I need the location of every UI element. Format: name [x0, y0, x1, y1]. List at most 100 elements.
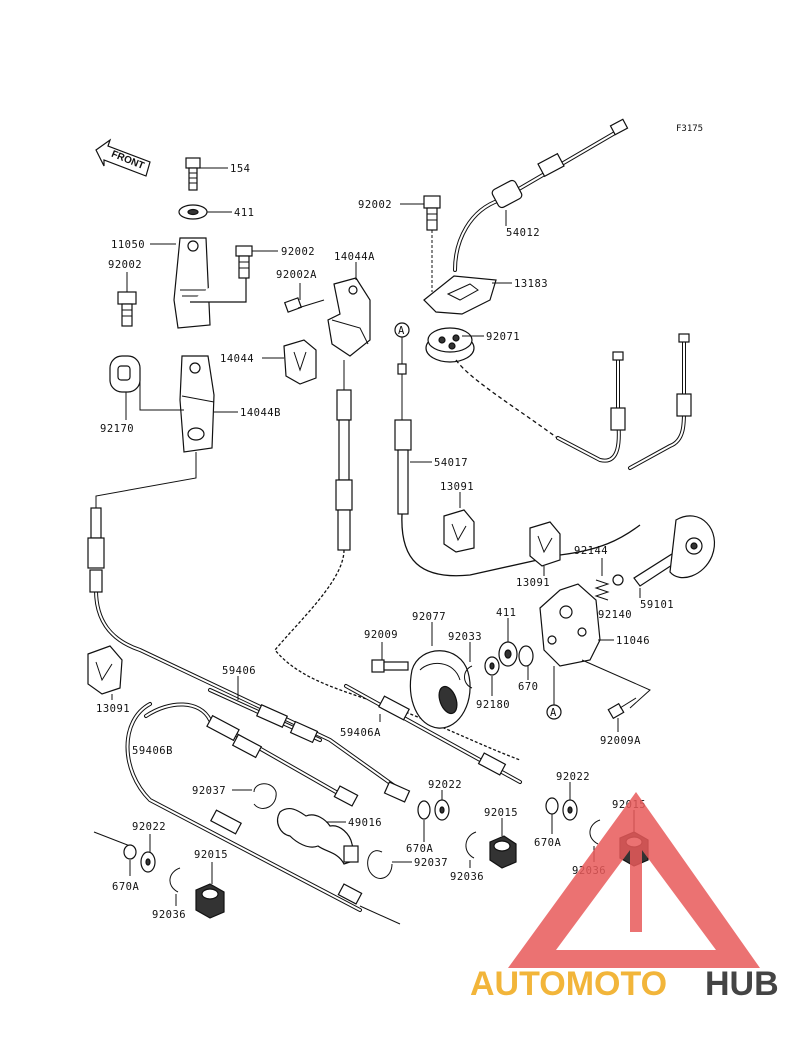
- circle-marker-a-bottom: A: [546, 704, 562, 720]
- watermark-triangle-icon: [508, 792, 760, 968]
- housing-11046-icon: [539, 583, 601, 667]
- washer-411-mid-icon: [498, 641, 518, 667]
- callout-670A-mid: 670A: [406, 843, 433, 855]
- callout-670: 670: [518, 681, 538, 693]
- front-arrow-icon: FRONT: [95, 138, 151, 177]
- callout-670A-left: 670A: [112, 881, 139, 893]
- grommet-92170-icon: [109, 355, 141, 393]
- bracket-11050-icon: [173, 237, 247, 329]
- callout-59101: 59101: [640, 599, 674, 611]
- cable-connector-center-icon: [335, 360, 353, 551]
- washer-411-icon: [178, 204, 208, 220]
- cable-right-a-icon: [556, 351, 626, 463]
- callout-13091-left: 13091: [96, 703, 130, 715]
- callout-411-top: 411: [234, 207, 254, 219]
- clip-13091-left-icon: [87, 645, 123, 695]
- callout-92037-lower: 92037: [414, 857, 448, 869]
- callout-59406B: 59406B: [132, 745, 173, 757]
- cable-59406A-icon: [344, 684, 522, 784]
- callout-13091-right: 13091: [516, 577, 550, 589]
- cable-59406-icon: [208, 688, 411, 803]
- bolt-154-icon: [185, 157, 201, 191]
- callout-14044A: 14044A: [334, 251, 375, 263]
- callout-54012: 54012: [506, 227, 540, 239]
- cable-59406B-icon: [125, 702, 363, 912]
- washer-92036-mid-icon: [465, 831, 477, 859]
- bolt-92002-left-icon: [117, 291, 137, 327]
- washer-92180-icon: [484, 656, 500, 676]
- ball-92140-icon: [612, 574, 624, 586]
- callout-13091-upper: 13091: [440, 481, 474, 493]
- clip-13091-upper-icon: [443, 509, 475, 553]
- cable-54012-icon: [453, 118, 629, 272]
- grommet-92071-icon: [425, 327, 475, 363]
- oring-670A-left-icon: [123, 844, 137, 860]
- oring-670A-mid-icon: [417, 800, 431, 820]
- callout-670A-right: 670A: [534, 837, 561, 849]
- svg-text:A: A: [550, 707, 557, 719]
- watermark-text-secondary: HUB: [705, 965, 779, 1003]
- knob-92077-icon: [409, 650, 471, 729]
- callout-92015-mid: 92015: [484, 807, 518, 819]
- figure-code: F3175: [676, 124, 703, 134]
- boot-49016-icon: [277, 808, 359, 865]
- clip-92037-upper-icon: [253, 783, 277, 809]
- cable-54017-icon: [394, 363, 412, 515]
- washer-92036-right-icon: [589, 819, 601, 845]
- callout-13183: 13183: [514, 278, 548, 290]
- oring-670-icon: [518, 645, 534, 667]
- callout-92022-mid: 92022: [428, 779, 462, 791]
- washer-92022-right-icon: [562, 799, 578, 821]
- watermark-text-primary: AUTOMOTO: [470, 965, 667, 1003]
- clip-92037-lower-icon: [367, 850, 393, 879]
- nut-92015-mid-icon: [489, 835, 517, 869]
- bolt-92002-top-icon: [423, 195, 441, 231]
- callout-92002-left: 92002: [108, 259, 142, 271]
- bracket-14044B-icon: [179, 355, 215, 453]
- callout-92077: 92077: [412, 611, 446, 623]
- washer-92022-mid-icon: [434, 799, 450, 821]
- callout-59406A: 59406A: [340, 727, 381, 739]
- callout-49016: 49016: [348, 817, 382, 829]
- callout-11050: 11050: [111, 239, 145, 251]
- callout-92009A: 92009A: [600, 735, 641, 747]
- callout-92002A: 92002A: [276, 269, 317, 281]
- callout-92180: 92180: [476, 699, 510, 711]
- callout-92022-left: 92022: [132, 821, 166, 833]
- callout-92009: 92009: [364, 629, 398, 641]
- cable-59406-main-icon: [87, 507, 402, 792]
- washer-92036-left-icon: [169, 867, 181, 893]
- callout-411-mid: 411: [496, 607, 516, 619]
- callout-92002-top: 92002: [358, 199, 392, 211]
- clip-13091-right-icon: [529, 521, 561, 567]
- callout-154: 154: [230, 163, 250, 175]
- bolt-92009-icon: [371, 659, 409, 673]
- callout-92033: 92033: [448, 631, 482, 643]
- watermark-logo: [508, 792, 760, 968]
- callout-92144: 92144: [574, 545, 608, 557]
- svg-text:A: A: [398, 325, 405, 337]
- spring-92144-icon: [594, 579, 610, 601]
- plate-13183-icon: [423, 275, 497, 315]
- callout-11046: 11046: [616, 635, 650, 647]
- callout-14044: 14044: [220, 353, 254, 365]
- cable-right-b-icon: [628, 333, 692, 470]
- callout-92015-left: 92015: [194, 849, 228, 861]
- callout-59406: 59406: [222, 665, 256, 677]
- callout-14044B: 14044B: [240, 407, 281, 419]
- bolt-92009A-icon: [607, 697, 637, 720]
- clip-92033-icon: [464, 665, 473, 689]
- callout-92140: 92140: [598, 609, 632, 621]
- callout-92036-left: 92036: [152, 909, 186, 921]
- callout-92002-mid: 92002: [281, 246, 315, 258]
- washer-92022-left-icon: [140, 851, 156, 873]
- shaft-59101-icon: [633, 515, 715, 587]
- callout-92036-mid: 92036: [450, 871, 484, 883]
- oring-670A-right-icon: [545, 797, 559, 815]
- circle-marker-a-top: A: [394, 322, 410, 338]
- clip-14044-icon: [283, 339, 317, 385]
- bolt-92002A-icon: [283, 297, 325, 313]
- callout-92022-right: 92022: [556, 771, 590, 783]
- nut-92015-left-icon: [195, 883, 225, 919]
- callout-92037-upper: 92037: [192, 785, 226, 797]
